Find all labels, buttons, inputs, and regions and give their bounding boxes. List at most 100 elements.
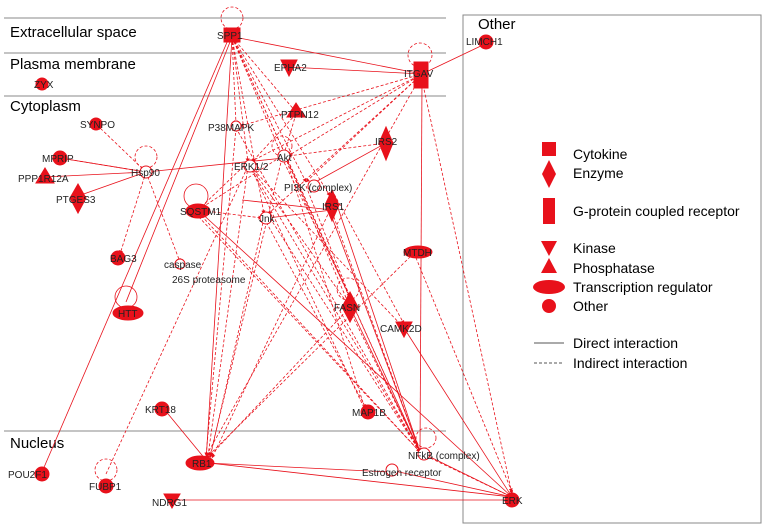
node-jnk[interactable]: Jnk [259, 214, 276, 225]
node-mtdh-shape[interactable] [403, 245, 433, 259]
node-htt-shape[interactable] [112, 305, 144, 321]
node-krt18[interactable]: KRT18 [145, 405, 176, 416]
edge-indirect [105, 165, 249, 475]
node-synpo-shape[interactable] [89, 117, 103, 131]
node-itgav[interactable]: ITGAV [404, 69, 434, 80]
node-irs1[interactable]: IRS1 [322, 202, 345, 213]
edge-direct [389, 469, 513, 499]
node-erk12[interactable]: ERK1/2 [234, 162, 269, 173]
node-rb1-shape[interactable] [185, 455, 215, 471]
node-fubp1-shape[interactable] [98, 478, 114, 494]
edge-direct [421, 43, 486, 75]
node-hsp90[interactable]: Hsp90 [131, 168, 160, 179]
node-mtdh[interactable]: MTDH [403, 248, 432, 259]
edge-direct [44, 171, 147, 178]
node-erk12-shape[interactable] [243, 159, 257, 173]
node-spp1[interactable]: SPP1 [217, 31, 243, 42]
node-limch1[interactable]: LIMCH1 [466, 37, 503, 48]
legend-kinase-icon [541, 241, 557, 256]
node-jnk-shape[interactable] [259, 211, 273, 225]
legend-gpcr-label: G-protein coupled receptor [573, 203, 740, 219]
edge-direct [233, 35, 423, 75]
region-nucleus-label: Nucleus [10, 435, 64, 452]
node-caspase-shape[interactable] [174, 258, 186, 270]
node-ptges3-shape[interactable] [69, 182, 87, 215]
edge-indirect [413, 252, 513, 493]
node-epha2[interactable]: EPHA2 [274, 63, 307, 74]
node-bag3[interactable]: BAG3 [110, 254, 137, 265]
node-ndrg1-shape[interactable] [163, 493, 181, 510]
node-irs2[interactable]: IRS2 [375, 137, 398, 148]
node-ptpn12-shape[interactable] [286, 102, 306, 118]
node-estrogen[interactable]: Estrogen receptor [362, 468, 442, 479]
edge-direct [309, 142, 387, 186]
region-extracellular-label: Extracellular space [10, 24, 137, 41]
legend-tr-label: Transcription regulator [573, 279, 713, 295]
node-pi3k-shape[interactable] [307, 179, 321, 193]
node-nfkb-shape[interactable] [417, 447, 431, 461]
node-ptpn12[interactable]: PTPN12 [281, 110, 319, 121]
node-ppp1r12a-shape[interactable] [35, 167, 55, 184]
node-hsp90-shape[interactable] [139, 165, 153, 179]
node-pou2f1[interactable]: POU2F1 [8, 470, 47, 481]
node-zyx[interactable]: ZYX [34, 80, 54, 91]
edge-indirect [249, 165, 367, 413]
node-ptges3[interactable]: PTGES3 [56, 195, 96, 206]
edge-direct [205, 462, 391, 474]
nodes [34, 27, 520, 510]
edge-direct [205, 36, 233, 463]
node-rb1[interactable]: RB1 [192, 459, 212, 470]
node-irs1-shape[interactable] [324, 188, 340, 223]
node-pi3k[interactable]: PI3K (complex) [284, 183, 352, 194]
node-fasn[interactable]: FASN [334, 303, 360, 314]
node-epha2-shape[interactable] [280, 59, 298, 78]
node-camk2d[interactable]: CAMK2D [380, 324, 422, 335]
node-sqstm1-shape[interactable] [185, 203, 211, 219]
legend-phosphatase-label: Phosphatase [573, 260, 655, 276]
node-ndrg1[interactable]: NDRG1 [152, 498, 187, 509]
node-caspase[interactable]: caspase [164, 260, 202, 271]
edge-direct [41, 39, 229, 473]
node-map1b-shape[interactable] [360, 404, 376, 420]
edge-indirect [231, 36, 283, 157]
node-mprip-shape[interactable] [52, 150, 68, 166]
node-fasn-shape[interactable] [341, 290, 359, 324]
node-map1b[interactable]: MAP1B [352, 408, 386, 419]
node-zyx-shape[interactable] [35, 77, 49, 91]
edge-direct [125, 36, 233, 303]
node-krt18-shape[interactable] [154, 401, 170, 417]
node-ppp1r12a[interactable]: PPP1R12A [18, 174, 69, 185]
node-erk-shape[interactable] [504, 492, 520, 508]
node-erk[interactable]: ERK [502, 496, 523, 507]
node-irs2-shape[interactable] [378, 125, 394, 162]
node-akt-shape[interactable] [277, 149, 291, 163]
legend-enzyme-label: Enzyme [573, 165, 624, 181]
node-htt[interactable]: HTT [118, 309, 137, 320]
node-akt[interactable]: Akt [277, 153, 292, 164]
edge-indirect [263, 217, 367, 409]
node-bag3-shape[interactable] [110, 250, 126, 266]
node-p38mapk[interactable]: P38MAPK [208, 123, 254, 134]
node-spp1-shape[interactable] [223, 27, 241, 43]
node-sqstm1[interactable]: SQSTM1 [180, 207, 222, 218]
node-fubp1[interactable]: FUBP1 [89, 482, 122, 493]
node-itgav-shape[interactable] [413, 61, 429, 89]
edge-indirect [349, 310, 421, 453]
legend-indirect-label: Indirect interaction [573, 355, 687, 371]
node-estrogen-shape[interactable] [385, 463, 399, 477]
node-camk2d-shape[interactable] [395, 321, 413, 339]
edge-direct [241, 199, 333, 211]
edge-indirect [331, 211, 421, 453]
node-p38-shape[interactable] [230, 120, 242, 132]
node-nfkb[interactable]: NFkB (complex) [408, 451, 480, 462]
node-mprip[interactable]: MPRIP [42, 154, 74, 165]
node-proteasome[interactable]: 26S proteasome [172, 275, 246, 286]
node-limch1-shape[interactable] [478, 34, 494, 50]
edge-indirect [197, 155, 283, 211]
edge-indirect [425, 455, 513, 498]
edge-indirect [231, 36, 297, 113]
node-synpo[interactable]: SYNPO [80, 120, 115, 131]
edge-indirect [59, 157, 147, 173]
node-pou2f1-shape[interactable] [34, 466, 50, 482]
